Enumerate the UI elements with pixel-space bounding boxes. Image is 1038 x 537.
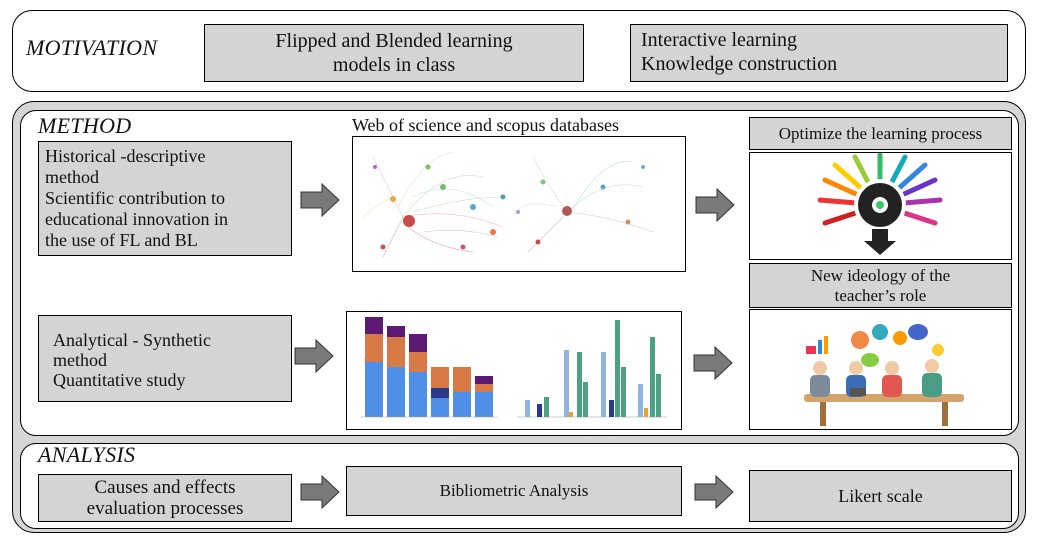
motivation-box-interactive-line2: Knowledge construction: [641, 53, 838, 75]
bibliometric-analysis-box: Bibliometric Analysis: [346, 466, 682, 516]
historical-line1: Historical -descriptive: [45, 146, 206, 166]
new-ideology-box: New ideology of the teacher’s role: [749, 263, 1012, 308]
arrow-right-icon: [694, 474, 734, 510]
colorful-head-image: [749, 152, 1012, 260]
team-meeting-icon: [804, 324, 964, 426]
analytical-method-box: Analytical - Synthetic method Quantitati…: [38, 315, 292, 402]
colorful-head-arrows-icon: [817, 152, 943, 255]
method-label: METHOD: [38, 113, 132, 138]
arrow-right-icon: [294, 338, 334, 374]
causes-line1: Causes and effects: [94, 477, 236, 498]
historical-method-box: Historical -descriptive method Scientifi…: [38, 141, 292, 256]
historical-line3: Scientific contribution to: [45, 188, 225, 208]
arrow-right-icon: [300, 182, 340, 218]
bar-charts-icon: [361, 317, 667, 418]
team-meeting-image: [749, 309, 1012, 430]
bar-charts-image: [346, 311, 682, 430]
motivation-box-flipped-line1: Flipped and Blended learning: [275, 30, 513, 52]
analysis-label: ANALYSIS: [38, 442, 136, 467]
likert-scale-box: Likert scale: [749, 470, 1012, 522]
causes-effects-box: Causes and effects evaluation processes: [38, 474, 292, 522]
ideology-line1: New ideology of the: [810, 265, 951, 285]
analytical-line2: method: [53, 350, 107, 370]
historical-line5: the use of FL and BL: [45, 230, 198, 250]
motivation-box-flipped-line2: models in class: [332, 54, 456, 76]
ideology-line2: teacher’s role: [834, 285, 927, 305]
network-graph-icon: [362, 151, 654, 258]
motivation-box-interactive: Interactive learning Knowledge construct…: [630, 24, 1008, 82]
motivation-box-flipped: Flipped and Blended learning models in c…: [204, 24, 584, 82]
optimize-learning-box: Optimize the learning process: [749, 117, 1012, 150]
arrow-right-icon: [693, 345, 733, 381]
historical-line4: educational innovation in: [45, 209, 228, 229]
historical-line2: method: [45, 167, 99, 187]
causes-line2: evaluation processes: [86, 498, 244, 519]
analytical-line3: Quantitative study: [53, 370, 186, 390]
arrow-right-icon: [695, 187, 735, 223]
network-graph-image: [352, 136, 686, 272]
motivation-box-interactive-line1: Interactive learning: [641, 29, 798, 51]
arrow-right-icon: [300, 474, 340, 510]
motivation-label: MOTIVATION: [26, 35, 158, 60]
databases-title: Web of science and scopus databases: [352, 115, 619, 135]
analytical-line1: Analytical - Synthetic: [53, 330, 211, 350]
